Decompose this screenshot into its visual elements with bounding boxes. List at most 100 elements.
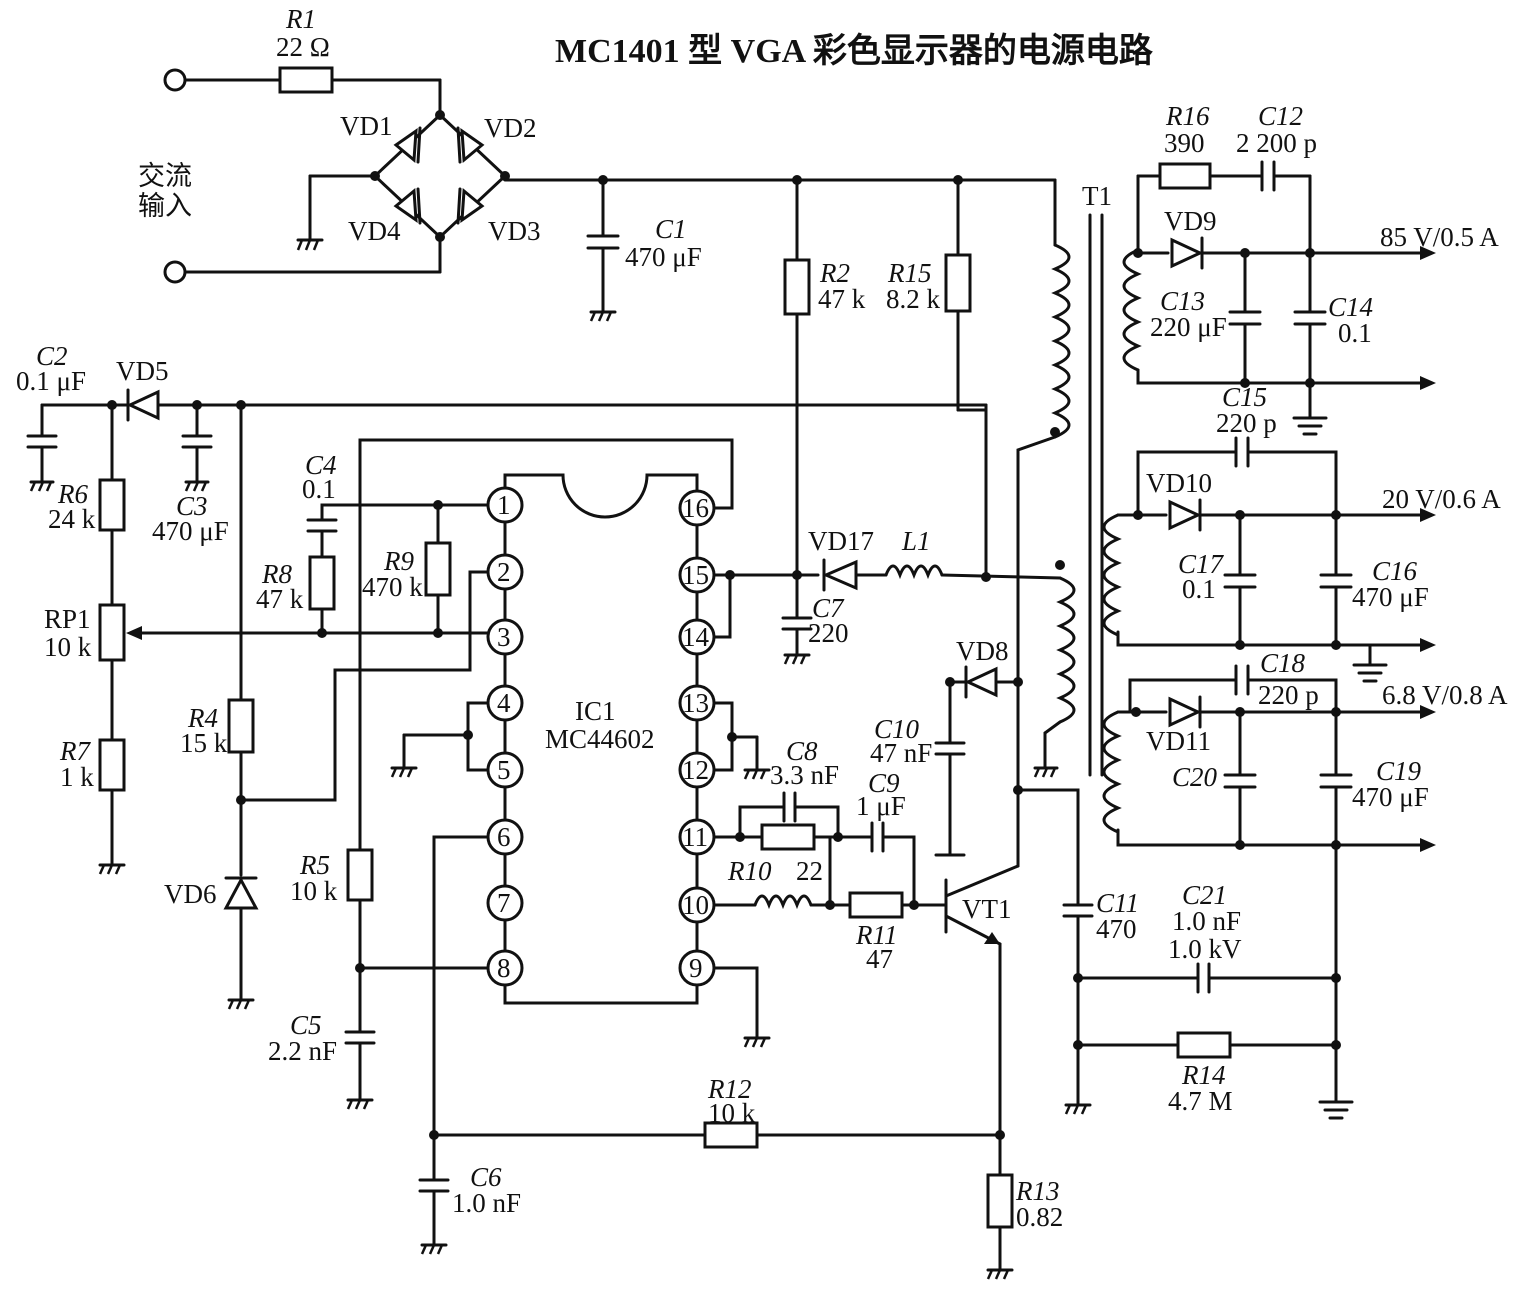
capacitor-c1 <box>586 178 620 322</box>
resistor-r9 <box>424 541 452 597</box>
resistor-r2 <box>783 258 811 316</box>
value-r1: 22 Ω <box>276 32 330 62</box>
label-c1: C1 <box>655 214 687 244</box>
label-r12: R12 <box>707 1074 752 1104</box>
value-c18: 220 p <box>1258 680 1319 710</box>
label-c13: C13 <box>1160 286 1205 316</box>
label-r15: R15 <box>887 258 932 288</box>
value-r8: 47 k <box>256 584 304 614</box>
value-c19: 470 μF <box>1352 782 1429 812</box>
ic-pin-14: 14 <box>682 622 710 652</box>
ic-pin-16: 16 <box>682 493 709 523</box>
ic-pin-11: 11 <box>682 822 708 852</box>
label-r4: R4 <box>187 703 218 733</box>
value-r13: 0.82 <box>1016 1202 1063 1232</box>
output-85v <box>1133 160 1436 436</box>
output-6v8 <box>1116 664 1436 1120</box>
ic-pin-9: 9 <box>689 953 703 983</box>
label-r2: R2 <box>819 258 850 288</box>
output-6v8-label: 6.8 V/0.8 A <box>1382 680 1508 710</box>
label-r1: R1 <box>285 4 316 34</box>
label-r6: R6 <box>57 479 88 509</box>
label-r8: R8 <box>261 559 292 589</box>
ac-input: 交流 输入 <box>138 66 442 284</box>
ic-pin-1: 1 <box>497 490 511 520</box>
label-c16: C16 <box>1372 556 1418 586</box>
ic-pin-5: 5 <box>497 755 511 785</box>
label-r9: R9 <box>383 546 414 576</box>
resistor-r10 <box>760 823 816 851</box>
label-vt1: VT1 <box>962 894 1012 924</box>
ic-pin-8: 8 <box>497 953 511 983</box>
value-c13: 220 μF <box>1150 312 1227 342</box>
label-r16: R16 <box>1165 101 1210 131</box>
label-r5: R5 <box>299 850 330 880</box>
label-l1: L1 <box>901 526 931 556</box>
label-c11: C11 <box>1096 888 1139 918</box>
label-r10: R10 <box>727 856 772 886</box>
resistor-r12 <box>703 1121 759 1149</box>
label-r14: R14 <box>1181 1060 1226 1090</box>
label-r11: R11 <box>855 920 898 950</box>
value-c7: 220 <box>808 618 849 648</box>
value-r16: 390 <box>1164 128 1205 158</box>
label-c21: C21 <box>1182 880 1227 910</box>
ic-pin-6: 6 <box>497 822 511 852</box>
value-c21: 1.0 nF <box>1172 906 1241 936</box>
ic-pin-3: 3 <box>497 622 511 652</box>
label-c5: C5 <box>290 1010 322 1040</box>
value-c10: 47 nF <box>870 738 932 768</box>
label-vd9: VD9 <box>1164 206 1217 236</box>
resistor-r8 <box>308 555 336 611</box>
value-c11: 470 <box>1096 914 1137 944</box>
label-c3: C3 <box>176 491 208 521</box>
label-vd17: VD17 <box>808 526 874 556</box>
ic1-pins-left <box>486 486 524 987</box>
label-vd4: VD4 <box>348 216 401 246</box>
label-t1: T1 <box>1082 181 1112 211</box>
label-c12: C12 <box>1258 101 1303 131</box>
ic1-body <box>306 438 1062 1255</box>
value-r2: 47 k <box>818 284 866 314</box>
label-vd10: VD10 <box>1146 468 1212 498</box>
label-rp1: RP1 <box>44 604 91 634</box>
label-c18: C18 <box>1260 648 1306 678</box>
value-c1: 470 μF <box>625 242 702 272</box>
resistor-r11 <box>848 891 904 919</box>
label-vd2: VD2 <box>484 113 537 143</box>
ac-terminal-bottom <box>163 260 187 284</box>
ac-terminal-top <box>163 68 187 92</box>
value-c17: 0.1 <box>1182 574 1216 604</box>
label-c14: C14 <box>1328 292 1373 322</box>
aux-supply <box>26 388 988 1010</box>
label-vd3: VD3 <box>488 216 541 246</box>
value-c3: 470 μF <box>152 516 229 546</box>
value-r7: 1 k <box>60 762 94 792</box>
value-c14: 0.1 <box>1338 318 1372 348</box>
ic-pin-13: 13 <box>682 688 709 718</box>
ic1-part: MC44602 <box>545 724 655 754</box>
label-r13: R13 <box>1015 1176 1060 1206</box>
label-c19: C19 <box>1376 756 1422 786</box>
label-c2: C2 <box>36 341 68 371</box>
value-rp1: 10 k <box>44 632 92 662</box>
value-r5: 10 k <box>290 876 338 906</box>
resistor-r15 <box>944 253 972 313</box>
ac-input-label-1: 交流 <box>138 161 192 191</box>
value-r9: 470 k <box>362 572 423 602</box>
ic-pin-4: 4 <box>497 688 511 718</box>
value-c21-voltage: 1.0 kV <box>1168 934 1242 964</box>
value-r10: 22 <box>796 856 823 886</box>
label-c4: C4 <box>305 450 337 480</box>
value-c4: 0.1 <box>302 474 336 504</box>
label-c17: C17 <box>1178 549 1225 579</box>
resistor-r5 <box>346 848 374 902</box>
value-r6: 24 k <box>48 504 96 534</box>
value-c8: 3.3 nF <box>770 760 839 790</box>
value-c5: 2.2 nF <box>268 1036 337 1066</box>
resistor-r4 <box>227 698 255 754</box>
label-vd11: VD11 <box>1146 726 1211 756</box>
label-r7: R7 <box>59 736 91 766</box>
ground-bridge <box>296 238 324 251</box>
